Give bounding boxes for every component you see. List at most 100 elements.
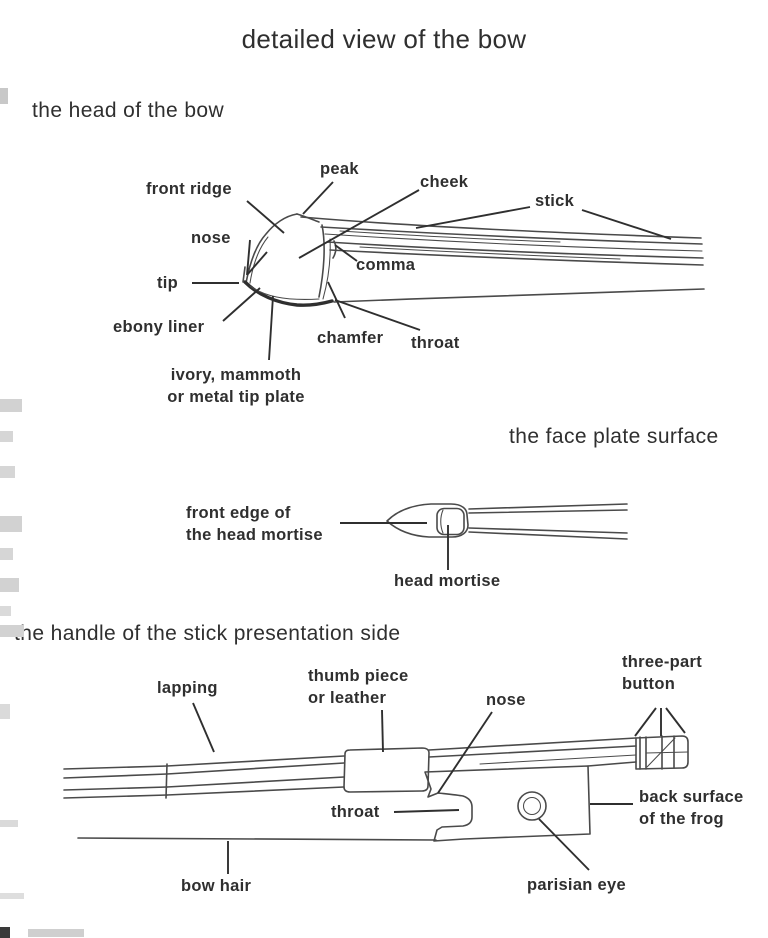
parisian-eye-inner-ring: [522, 796, 542, 816]
button-outline: [635, 735, 689, 770]
lapping-divider: [165, 763, 168, 799]
label-back-surface: back surface of the frog: [639, 786, 744, 830]
page-edge-artifact: [0, 431, 13, 442]
head-hair-line: [333, 288, 705, 303]
lapping-line-1: [166, 755, 345, 767]
leader-thumb-piece: [381, 709, 384, 753]
leader-handle-nose: [437, 711, 493, 794]
page-title: detailed view of the bow: [241, 24, 527, 54]
head-mortise-shape: [436, 507, 465, 536]
leader-nose-b: [246, 251, 268, 276]
leader-cheek: [298, 189, 420, 259]
face-plate-stick-3: [468, 527, 628, 534]
label-front-edge: front edge of the head mortise: [186, 502, 323, 546]
face-plate-outline: [386, 503, 469, 538]
handle-leaders: [192, 702, 686, 874]
handle-section-heading: the handle of the stick presentation sid…: [14, 622, 401, 645]
label-lapping: lapping: [157, 679, 218, 697]
label-back-surface-line2: of the frog: [639, 810, 724, 828]
page-edge-artifact: [0, 466, 15, 478]
lapping-line-3: [166, 776, 345, 788]
label-chamfer: chamfer: [317, 329, 384, 347]
stick-sketch-2: [359, 246, 621, 260]
label-thumb-piece-line2: or leather: [308, 689, 387, 707]
handle-stick-right-4: [587, 761, 637, 767]
page-edge-artifact: [0, 516, 22, 532]
handle-stick-right-1: [428, 737, 637, 751]
page-edge-artifact: [28, 929, 84, 937]
parisian-eye-outer-ring: [517, 791, 547, 821]
label-front-ridge: front ridge: [146, 180, 232, 198]
label-handle-nose: nose: [486, 691, 526, 709]
leader-button-a: [634, 707, 657, 737]
bow-hair-line: [77, 837, 437, 841]
page-edge-artifact: [0, 625, 24, 637]
stick-line-2: [320, 226, 703, 245]
leader-head-throat: [334, 299, 421, 331]
label-three-part-button: three-part button: [622, 651, 702, 695]
face-plate-section-heading: the face plate surface: [509, 425, 719, 448]
leader-handle-throat: [393, 809, 460, 813]
label-front-edge-line2: the head mortise: [186, 526, 323, 544]
face-plate-drawing: [340, 503, 628, 570]
label-stick: stick: [535, 192, 575, 210]
label-back-surface-line1: back surface: [639, 788, 744, 806]
label-cheek: cheek: [420, 173, 469, 191]
leader-comma: [334, 244, 358, 262]
head-cheek-back-line: [318, 224, 325, 298]
head-mortise-front-edge: [440, 509, 444, 534]
label-handle-throat: throat: [331, 803, 380, 821]
leader-peak: [302, 181, 334, 215]
handle-stick-right-3: [479, 754, 637, 765]
page-edge-artifact: [0, 704, 10, 719]
handle-stick-left-3: [63, 786, 168, 791]
stick-sketch-1: [339, 230, 561, 243]
head-drawing: [242, 213, 705, 307]
label-tip-plate-line2: or metal tip plate: [167, 388, 305, 406]
head-section-heading: the head of the bow: [32, 99, 225, 122]
head-back-inner-line: [322, 238, 331, 300]
leader-stick-right: [581, 209, 672, 240]
stick-line-3: [324, 233, 703, 252]
page-edge-artifact: [0, 820, 18, 827]
leader-lapping: [192, 702, 215, 753]
label-three-part-button-line1: three-part: [622, 653, 703, 671]
leader-front-ridge: [246, 200, 285, 234]
leader-stick-left: [415, 206, 531, 229]
stick-line-5: [329, 249, 704, 266]
leader-tip-plate: [268, 295, 274, 361]
handle-drawing: [63, 735, 689, 842]
page-edge-artifact: [0, 606, 11, 616]
label-ebony-liner: ebony liner: [113, 318, 205, 336]
label-comma: comma: [356, 256, 416, 274]
label-tip: tip: [157, 274, 179, 292]
stick-line-1: [300, 216, 702, 239]
face-plate-stick-4: [468, 531, 628, 540]
face-plate-stick-1: [468, 503, 628, 510]
label-tip-plate: ivory, mammoth or metal tip plate: [146, 364, 326, 408]
handle-stick-left-4: [63, 794, 168, 799]
page-edge-artifact: [0, 578, 19, 592]
button-mid-line: [645, 751, 689, 754]
head-tip-front: [242, 266, 246, 283]
label-head-throat: throat: [411, 334, 460, 352]
head-tip-plate-edge: [243, 280, 334, 307]
label-bow-hair: bow hair: [181, 877, 252, 895]
page-edge-artifact: [0, 548, 13, 560]
thumb-piece-shape: [343, 747, 430, 793]
page-edge-artifact: [0, 399, 22, 412]
leader-parisian-eye: [538, 818, 590, 871]
label-thumb-piece-line1: thumb piece: [308, 667, 409, 685]
frog-outline: [424, 765, 591, 842]
stick-line-4: [326, 241, 704, 259]
label-front-edge-line1: front edge of: [186, 504, 291, 522]
label-three-part-button-line2: button: [622, 675, 676, 693]
page-edge-artifact: [0, 893, 24, 899]
page-edge-artifact: [0, 88, 8, 104]
leader-button-c: [665, 707, 686, 734]
head-leaders: [192, 181, 672, 361]
face-plate-stick-2: [468, 509, 628, 514]
leader-ebony-liner: [222, 287, 261, 322]
